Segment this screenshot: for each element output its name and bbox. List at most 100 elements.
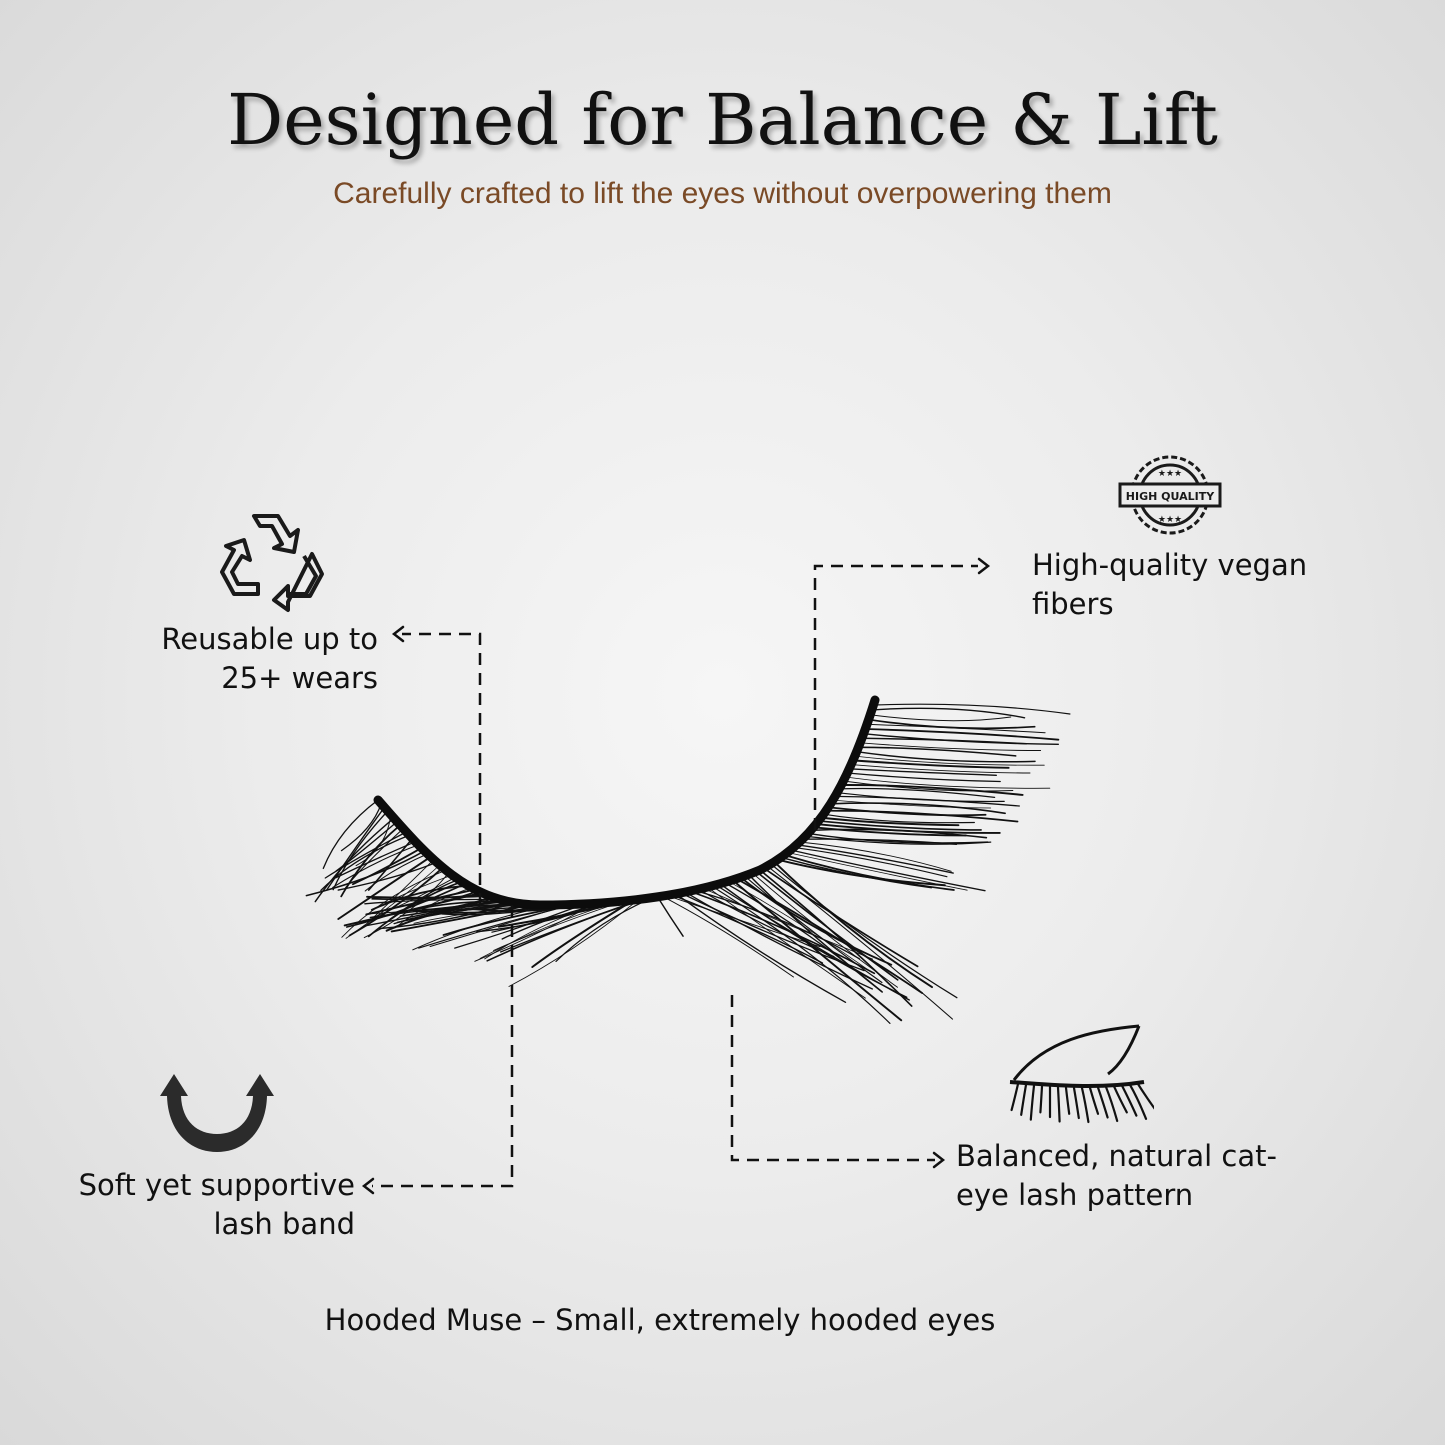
eye-lash-stroke xyxy=(1072,1086,1080,1120)
arrowhead-cateye xyxy=(932,1151,946,1169)
lash-fiber xyxy=(739,876,893,966)
lash-fiber xyxy=(783,854,955,891)
eye-lash-stroke xyxy=(1080,1086,1090,1124)
eye-lash-stroke xyxy=(1039,1085,1044,1114)
page-subtitle: Carefully crafted to lift the eyes witho… xyxy=(333,177,1112,210)
eye-lash-stroke xyxy=(1128,1083,1148,1120)
eye-lash-stroke xyxy=(1112,1085,1128,1114)
lash-fiber xyxy=(531,899,635,968)
lash-fiber xyxy=(377,902,516,930)
feature-reusable: Reusable up to 25+ wears xyxy=(161,622,378,695)
lash-fiber xyxy=(855,750,1036,763)
lash-fiber xyxy=(332,844,419,888)
leader-band xyxy=(372,905,514,1188)
feature-cat-eye: Balanced, natural cat- eye lash pattern xyxy=(956,1139,1277,1212)
lash-fiber xyxy=(744,875,883,984)
lash-fiber xyxy=(711,885,891,1024)
lash-fiber xyxy=(688,890,876,975)
lash-fiber xyxy=(796,844,954,874)
lash-fiber xyxy=(345,882,466,928)
eye-lash-stroke xyxy=(1096,1086,1109,1119)
lash-fiber xyxy=(773,860,933,989)
lash-fiber xyxy=(766,865,954,1020)
lash-fiber xyxy=(815,823,1001,834)
lash-fiber xyxy=(371,893,487,901)
lash-fiber xyxy=(759,869,913,1007)
eye-lash-stroke xyxy=(1020,1083,1028,1116)
eye-lash-stroke xyxy=(1088,1086,1100,1115)
lash-fiber xyxy=(702,887,874,960)
feature-lash-band: Soft yet supportive lash band xyxy=(78,1168,355,1241)
lash-fiber xyxy=(817,820,982,831)
lash-fiber xyxy=(852,759,1010,769)
lash-fiber xyxy=(850,764,1031,774)
lash-fiber xyxy=(373,902,520,918)
leader-arrowheads xyxy=(361,557,991,1195)
lash-fiber xyxy=(871,707,1026,719)
eye-lash-stroke xyxy=(1136,1082,1154,1110)
eye-lash-icon xyxy=(1009,1024,1154,1124)
badge-stars-top: ★★★ xyxy=(1158,469,1182,479)
lash-fiber xyxy=(840,784,1024,796)
lash-fiber xyxy=(869,714,1012,722)
lash-fibers xyxy=(305,703,1071,1024)
lash-fiber xyxy=(332,810,389,891)
page-title: Designed for Balance & Lift xyxy=(227,79,1218,161)
lash-fiber xyxy=(366,894,490,899)
lash-fiber xyxy=(862,732,1060,746)
lash-fiber xyxy=(770,863,958,999)
lash-band xyxy=(373,695,880,910)
eye-lash-stroke xyxy=(1056,1086,1061,1123)
lash-fiber xyxy=(320,834,410,892)
lash-fiber xyxy=(859,742,1042,751)
eye-lash-stroke xyxy=(1029,1084,1036,1121)
lash-fiber xyxy=(848,768,997,776)
lash-fiber xyxy=(872,703,1071,715)
lash-fiber xyxy=(825,809,1019,823)
leader-cateye xyxy=(730,995,935,1162)
lash-fiber xyxy=(675,893,847,1003)
feature-vegan-fibers: High-quality vegan fibers xyxy=(1032,548,1308,621)
lash-fiber xyxy=(812,826,967,837)
lash-fiber xyxy=(827,806,987,817)
lash-fiber xyxy=(793,846,948,878)
eye-lash-stroke xyxy=(1104,1085,1119,1123)
lash-fiber xyxy=(807,832,989,844)
lash-fiber xyxy=(790,849,986,892)
lash-fiber xyxy=(838,787,996,799)
lash-fiber xyxy=(867,718,1036,730)
lash-fiber xyxy=(854,755,1045,766)
leader-lines xyxy=(372,564,978,1188)
lash-fiber xyxy=(820,816,960,827)
lash-fiber xyxy=(656,896,684,937)
lash-fiber xyxy=(337,855,432,920)
lash-fiber xyxy=(706,886,866,999)
product-caption: Hooded Muse – Small, extremely hooded ey… xyxy=(324,1303,996,1337)
eye-lash-stroke xyxy=(1064,1086,1071,1115)
lash-fiber xyxy=(322,799,379,870)
leader-reusable xyxy=(402,632,482,905)
lash-fiber xyxy=(351,846,423,886)
lash-fiber xyxy=(370,884,470,911)
lash-fiber xyxy=(305,850,426,897)
badge-stars-bottom: ★★★ xyxy=(1158,515,1182,525)
eye-lash-stroke xyxy=(1120,1084,1138,1117)
lash-fiber xyxy=(324,831,407,879)
lash-fiber xyxy=(325,806,386,891)
lash-fiber xyxy=(832,799,992,809)
curved-arrow-icon xyxy=(160,1074,274,1152)
high-quality-badge-icon: HIGH QUALITY ★★★ ★★★ xyxy=(1118,455,1222,535)
lash-fiber xyxy=(314,817,395,903)
lash-fiber xyxy=(337,861,438,891)
lash-fiber xyxy=(364,898,501,905)
lash-fiber xyxy=(844,776,1051,789)
lash-fiber xyxy=(661,895,794,978)
lash-fiber xyxy=(454,903,586,949)
lash-fiber xyxy=(842,780,1014,792)
arrowhead-reusable xyxy=(391,625,405,643)
leader-vegan xyxy=(813,564,978,830)
lash-fiber xyxy=(857,746,1017,757)
lash-fiber xyxy=(864,728,1060,741)
lash-fiber xyxy=(787,852,968,891)
